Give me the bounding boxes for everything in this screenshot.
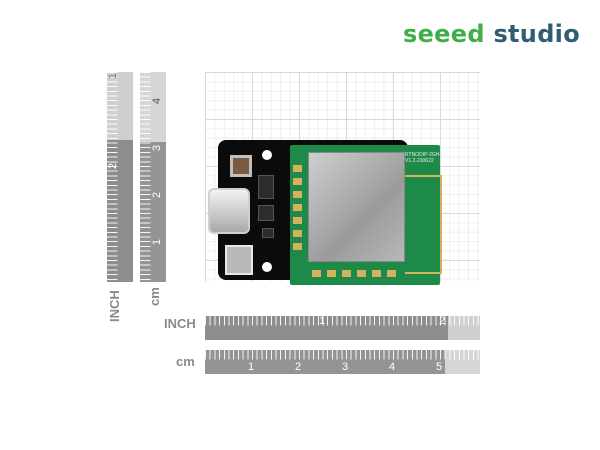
header-pad bbox=[293, 191, 302, 198]
header-pad bbox=[342, 270, 351, 277]
horizontal-cm-number: 1 bbox=[248, 361, 255, 373]
header-pad bbox=[293, 204, 302, 211]
header-pad bbox=[327, 270, 336, 277]
header-pad bbox=[387, 270, 396, 277]
header-pad bbox=[293, 217, 302, 224]
horizontal-inch-ruler: 1 2 bbox=[205, 315, 480, 340]
horizontal-inch-number: 1 bbox=[319, 315, 326, 327]
pcb-antenna bbox=[405, 175, 442, 274]
horizontal-inch-label: INCH bbox=[164, 316, 196, 331]
reset-button bbox=[225, 245, 253, 275]
header-pad bbox=[312, 270, 321, 277]
header-pad bbox=[293, 178, 302, 185]
vertical-cm-number: 1 bbox=[151, 238, 164, 246]
header-pad bbox=[293, 230, 302, 237]
vertical-inch-number: 1 bbox=[107, 72, 120, 80]
smd-component bbox=[262, 228, 274, 238]
vertical-cm-number: 3 bbox=[151, 144, 164, 152]
rf-shield-can bbox=[308, 152, 405, 262]
vertical-cm-ruler: 4 3 2 1 bbox=[140, 72, 166, 282]
silkscreen-text: RTNODIP-2GH4 V1.2-230622 bbox=[405, 152, 442, 164]
ic-chip bbox=[258, 205, 274, 221]
horizontal-cm-ruler: 1 2 3 4 5 bbox=[205, 350, 480, 374]
horizontal-cm-number: 3 bbox=[342, 361, 349, 373]
header-pad bbox=[357, 270, 366, 277]
usb-c-connector bbox=[208, 188, 250, 234]
mounting-hole bbox=[262, 262, 272, 272]
horizontal-inch-number: 2 bbox=[439, 315, 446, 327]
header-pad bbox=[293, 243, 302, 250]
vertical-cm-number: 2 bbox=[151, 191, 164, 199]
silkscreen-line: RTNODIP-2GH4 bbox=[405, 152, 443, 158]
vertical-inch-label: INCH bbox=[107, 290, 122, 322]
header-pad bbox=[293, 165, 302, 172]
horizontal-cm-number: 2 bbox=[295, 361, 302, 373]
vertical-inch-ruler: 2 1 bbox=[107, 72, 133, 282]
seeed-studio-logo: seeed studio bbox=[403, 20, 580, 48]
header-pad bbox=[372, 270, 381, 277]
horizontal-cm-number: 5 bbox=[436, 361, 443, 373]
ic-chip bbox=[258, 175, 274, 199]
vertical-cm-label: cm bbox=[147, 287, 162, 306]
logo-word-studio: studio bbox=[493, 20, 580, 48]
logo-word-seeed: seeed bbox=[403, 20, 485, 48]
vertical-inch-number: 2 bbox=[107, 162, 120, 170]
horizontal-cm-number: 4 bbox=[389, 361, 396, 373]
horizontal-cm-label: cm bbox=[176, 354, 195, 369]
silkscreen-line: V1.2-230622 bbox=[405, 158, 434, 164]
mounting-hole bbox=[262, 150, 272, 160]
tactile-button bbox=[230, 155, 252, 177]
vertical-cm-number: 4 bbox=[151, 97, 164, 105]
